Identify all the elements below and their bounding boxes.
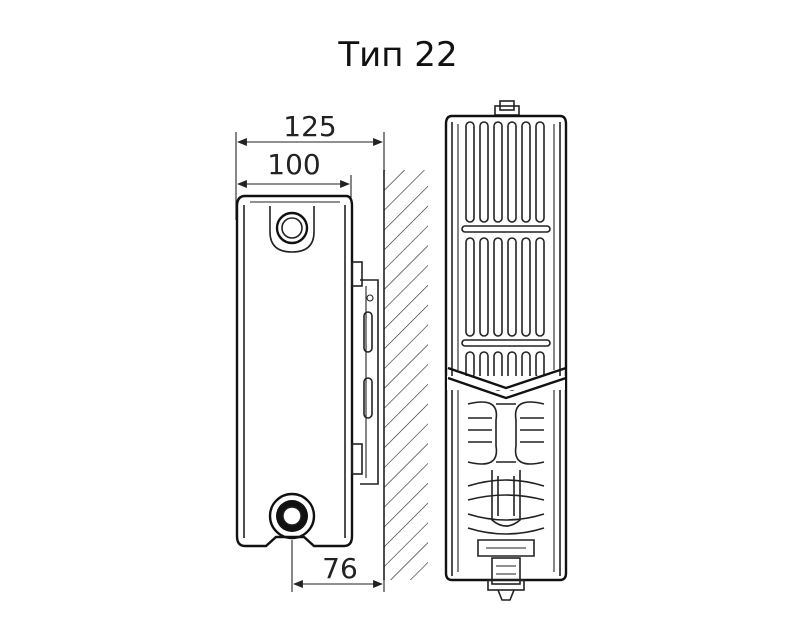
grille-separator xyxy=(461,225,551,233)
wall-bracket xyxy=(351,261,379,485)
dimension-76-label: 76 xyxy=(322,552,358,585)
dimension-76: 76 xyxy=(291,540,385,592)
dimension-100: 100 xyxy=(237,148,352,200)
top-grille xyxy=(465,121,545,223)
dimension-125-label: 125 xyxy=(283,110,336,143)
top-connection-port xyxy=(269,206,315,253)
convector-fins xyxy=(467,401,545,465)
dimension-100-label: 100 xyxy=(267,148,320,181)
top-vent-plug xyxy=(494,100,520,116)
section-outer-shell xyxy=(444,114,568,582)
middle-grille xyxy=(465,237,545,337)
section-break-line xyxy=(447,366,567,400)
bottom-pipe-section xyxy=(467,470,545,557)
section-view xyxy=(444,100,568,601)
dimension-125: 125 xyxy=(235,110,385,220)
radiator-side-body xyxy=(235,194,354,548)
side-view: 125 100 xyxy=(235,110,428,592)
diagram-title: Тип 22 xyxy=(337,35,457,75)
bottom-plug xyxy=(487,557,525,601)
bottom-connection-port xyxy=(268,492,316,540)
grille-separator xyxy=(461,339,551,347)
wall-section xyxy=(383,170,428,580)
